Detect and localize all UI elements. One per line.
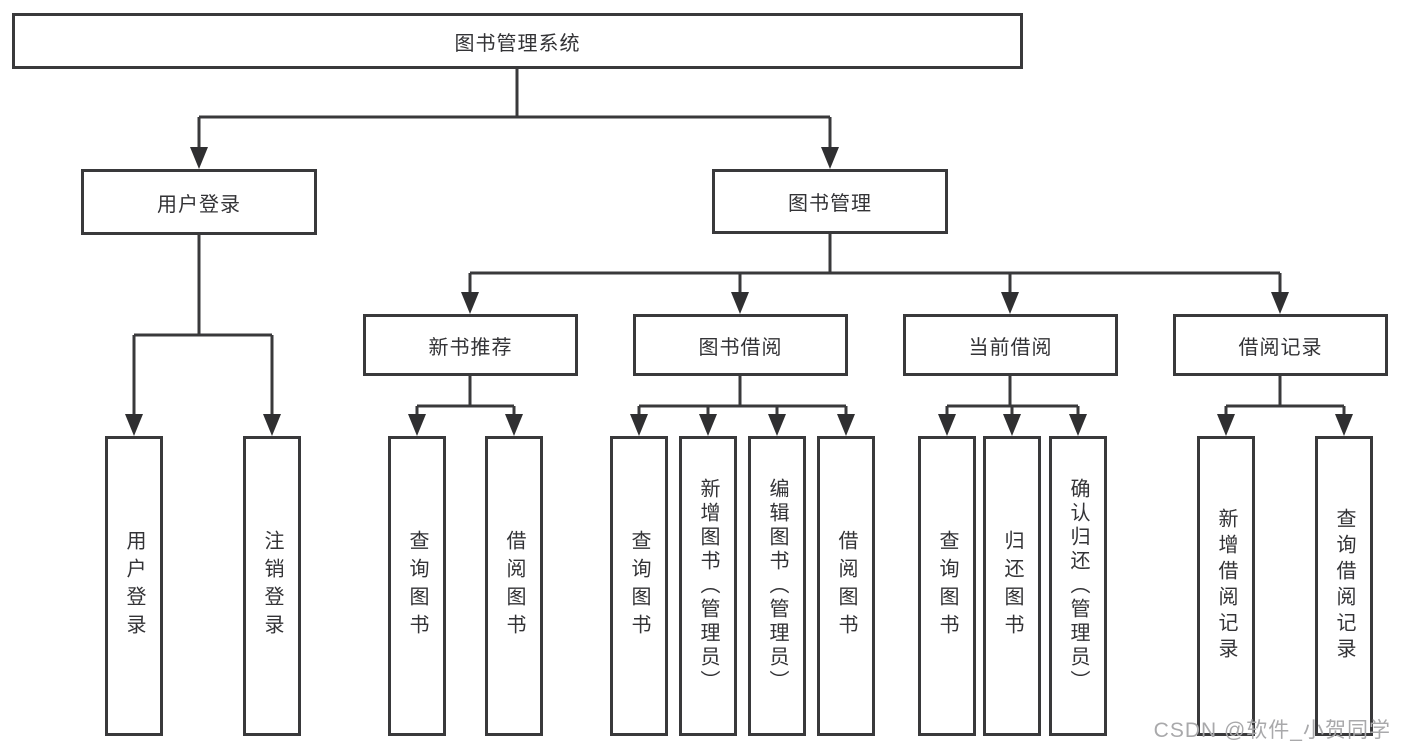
- node-book-management: 图书管理: [712, 169, 948, 234]
- node-borrowing-records: 借阅记录: [1173, 314, 1388, 376]
- leaf-logout: 注销登录: [243, 436, 301, 736]
- leaf-confirm-return-admin: 确认归还（管理员）: [1049, 436, 1107, 736]
- connector-root-to-level2: [197, 69, 832, 150]
- node-current-borrowing: 当前借阅: [903, 314, 1118, 376]
- leaf-add-borrow-record: 新增借阅记录: [1197, 436, 1255, 736]
- leaf-edit-books-admin: 编辑图书（管理员）: [748, 436, 806, 736]
- connector-book-mgmt-children: [468, 234, 1282, 295]
- node-user-login: 用户登录: [81, 169, 317, 235]
- leaf-borrow-books-borrowing: 借阅图书: [817, 436, 875, 736]
- leaf-query-books-borrowing: 查询图书: [610, 436, 668, 736]
- leaf-query-books-current: 查询图书: [918, 436, 976, 736]
- leaf-return-books: 归还图书: [983, 436, 1041, 736]
- leaf-add-books-admin: 新增图书（管理员）: [679, 436, 737, 736]
- leaf-user-login: 用户登录: [105, 436, 163, 736]
- connector-new-book-children: [415, 376, 516, 418]
- connector-borrowing-records-children: [1224, 376, 1346, 418]
- leaf-borrow-books-recommend: 借阅图书: [485, 436, 543, 736]
- node-book-borrowing: 图书借阅: [633, 314, 848, 376]
- connector-user-login-children: [132, 235, 274, 417]
- node-new-book-recommend: 新书推荐: [363, 314, 578, 376]
- node-root-system: 图书管理系统: [12, 13, 1023, 69]
- connector-current-borrowing-children: [945, 376, 1080, 418]
- leaf-query-books-recommend: 查询图书: [388, 436, 446, 736]
- leaf-query-borrow-record: 查询借阅记录: [1315, 436, 1373, 736]
- connector-book-borrowing-children: [637, 376, 848, 418]
